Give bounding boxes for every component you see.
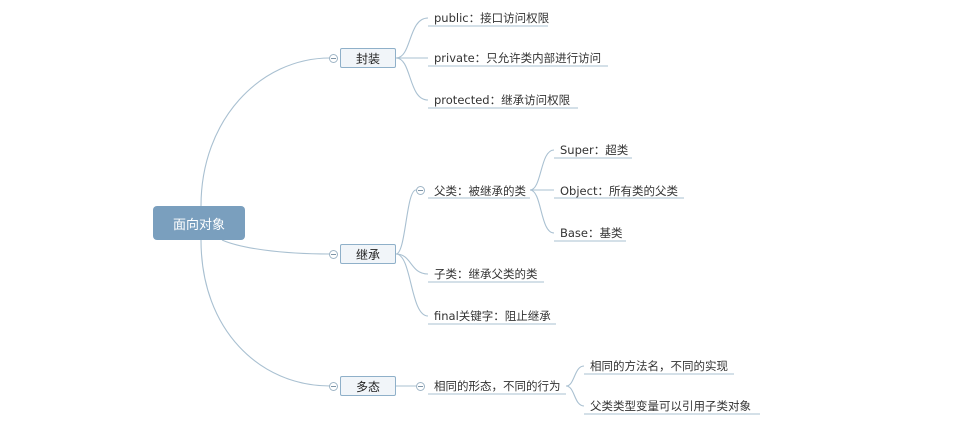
topic-polymorphism-label: 多态 bbox=[355, 379, 380, 394]
link-root-polymorphism bbox=[200, 239, 331, 387]
collapse-toggle-encapsulation[interactable] bbox=[329, 54, 338, 63]
topic-inheritance-label: 继承 bbox=[355, 247, 380, 262]
link-root-encapsulation bbox=[200, 57, 331, 207]
topic-inheritance[interactable]: 继承 bbox=[340, 244, 396, 264]
link-behavior-1 bbox=[565, 365, 585, 387]
link-root-inheritance bbox=[221, 239, 331, 255]
leaf-object[interactable]: Object：所有类的父类 bbox=[560, 184, 678, 198]
node-parent-class[interactable]: 父类：被继承的类 bbox=[434, 184, 526, 198]
node-same-form-different-behavior[interactable]: 相同的形态，不同的行为 bbox=[434, 379, 561, 393]
leaf-final-keyword[interactable]: final关键字：阻止继承 bbox=[434, 309, 551, 323]
collapse-toggle-parent-class[interactable] bbox=[416, 186, 425, 195]
leaf-private[interactable]: private：只允许类内部进行访问 bbox=[434, 51, 602, 65]
leaf-child-class[interactable]: 子类：继承父类的类 bbox=[434, 267, 538, 281]
link-behavior-2 bbox=[565, 385, 585, 407]
topic-encapsulation-label: 封装 bbox=[355, 51, 380, 66]
topic-polymorphism[interactable]: 多态 bbox=[340, 376, 396, 396]
root-topic[interactable]: 面向对象 bbox=[153, 206, 245, 240]
leaf-super[interactable]: Super：超类 bbox=[560, 143, 629, 157]
collapse-toggle-inheritance[interactable] bbox=[329, 250, 338, 259]
link-enc-1 bbox=[395, 17, 429, 59]
root-topic-label: 面向对象 bbox=[172, 217, 225, 233]
link-inh-final bbox=[395, 253, 429, 317]
leaf-base[interactable]: Base：基类 bbox=[560, 226, 623, 240]
topic-encapsulation[interactable]: 封装 bbox=[340, 48, 396, 68]
link-parent-1 bbox=[529, 149, 555, 191]
link-inh-parent bbox=[395, 189, 417, 255]
leaf-same-method-name[interactable]: 相同的方法名，不同的实现 bbox=[590, 359, 728, 373]
leaf-protected[interactable]: protected：继承访问权限 bbox=[434, 93, 571, 107]
link-enc-3 bbox=[395, 57, 429, 101]
leaf-parent-ref-child[interactable]: 父类类型变量可以引用子类对象 bbox=[590, 399, 751, 413]
collapse-toggle-polymorphism[interactable] bbox=[329, 382, 338, 391]
link-parent-3 bbox=[529, 189, 555, 234]
collapse-toggle-behavior[interactable] bbox=[416, 382, 425, 391]
leaf-public[interactable]: public：接口访问权限 bbox=[434, 11, 550, 25]
